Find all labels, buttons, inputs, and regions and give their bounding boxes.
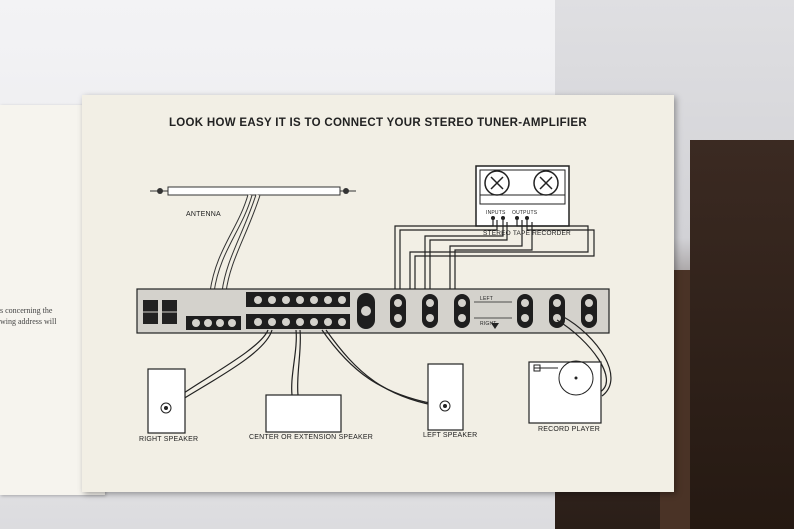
- page-title: LOOK HOW EASY IT IS TO CONNECT YOUR STER…: [168, 117, 587, 129]
- record-player-label: RECORD PLAYER: [538, 426, 600, 433]
- left-page-line-2: wing address will: [0, 317, 57, 326]
- right-speaker: [147, 368, 186, 434]
- amplifier-panel: [136, 288, 610, 334]
- left-speaker: [427, 363, 464, 431]
- left-page-line-1: s concerning the: [0, 306, 53, 315]
- tape-outputs-label: OUTPUTS: [512, 210, 538, 216]
- center-speaker: [265, 394, 342, 433]
- background-cabinet: [690, 140, 794, 529]
- left-channel-label: LEFT: [480, 296, 494, 302]
- left-speaker-label: LEFT SPEAKER: [423, 432, 478, 439]
- tape-cables: [394, 218, 595, 296]
- center-speaker-label: CENTER OR EXTENSION SPEAKER: [249, 434, 374, 441]
- antenna-label: ANTENNA: [186, 211, 221, 218]
- tape-inputs-label: INPUTS: [486, 210, 506, 216]
- tape-recorder-label: STEREO TAPE RECORDER: [483, 230, 571, 237]
- right-speaker-label: RIGHT SPEAKER: [139, 436, 199, 443]
- right-channel-label: RIGHT: [480, 321, 497, 327]
- antenna: [150, 186, 356, 293]
- tape-recorder: [475, 165, 570, 227]
- record-player: [528, 360, 602, 424]
